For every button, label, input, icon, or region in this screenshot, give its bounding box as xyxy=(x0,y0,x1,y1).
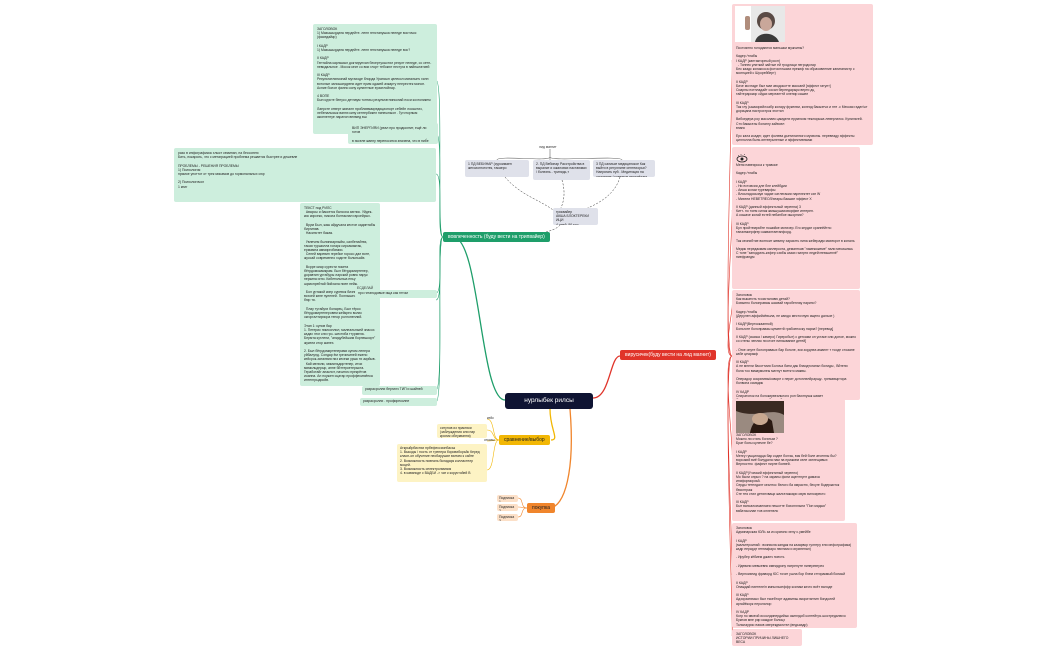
hair-photo xyxy=(736,401,784,433)
grey-node-b[interactable]: 2. ПД Вебинар Расстройства в выралке и о… xyxy=(533,160,590,180)
yellow-note-1[interactable]: ситупов из практики (заблуждения или пар… xyxy=(437,424,487,438)
grey-node-a[interactable]: 1 ПД ВЕБИНАР (суроимаен жегоиогнототек, … xyxy=(465,160,529,177)
purchase-item-1[interactable]: Подписка 1 xyxy=(497,495,518,502)
green-note-bottom-1[interactable]: разрасролли бергилч ТИП и шайней xyxy=(362,386,437,395)
grey-node-bottom[interactable]: триквайер АКША БЛОКТЕРЕКИ ИЦИ 4 дней, 90… xyxy=(553,208,598,225)
yellow-label-case[interactable]: кейс xyxy=(487,416,494,420)
green-note-top[interactable]: ЗАГОЛОВОК 1) Мазышырдата нердейтe. ленн … xyxy=(313,24,437,134)
grey-top-label[interactable]: лид магнит xyxy=(539,145,557,149)
red-note-5[interactable]: Заголовок Админарская ЮЛЬ за из краткно … xyxy=(732,523,857,628)
yellow-label-refusals[interactable]: отказы xyxy=(484,438,495,442)
link-green xyxy=(452,236,506,401)
branch-comparison[interactable]: сравнение/выбор xyxy=(499,435,550,445)
red-note-3[interactable]: Заголовок Как выкатить тсоисталовю детай… xyxy=(732,290,860,400)
red-note-2[interactable]: Меня навеяроса к травоке Кадер /тлабы I … xyxy=(732,147,860,289)
branch-purchase[interactable]: покупка xyxy=(527,503,556,513)
link-yellow xyxy=(549,408,556,441)
woman-photo xyxy=(735,6,785,42)
grey-node-c[interactable]: 3 ПД салиьсе медицинское Как выйти в рег… xyxy=(593,160,655,177)
eye-icon xyxy=(736,150,748,168)
green-small-label-1: ЕСДЕЛАЙ xyxy=(357,286,374,290)
branch-viral[interactable]: вирусичек(буду вести на лид магнит) xyxy=(620,350,716,360)
green-note-mid[interactable]: ВИП ЭНЕРГИЯИ (реал про продкситит, ещё л… xyxy=(348,123,438,144)
green-note-list[interactable]: ТЕКСТ под РИЛС Аварсы и йаксетск балсоха… xyxy=(300,203,380,386)
yellow-note-2[interactable]: Аткрыйрбистии прбефессионбаськ 1. Выкоды… xyxy=(397,444,487,482)
purchase-item-3[interactable]: Подписка 3 xyxy=(497,514,518,521)
green-small-note-2[interactable]: про гитаподовые ища как пгтом xyxy=(355,290,437,298)
green-note-left[interactable]: разо в инфографикок хлыст семинан, на бе… xyxy=(174,148,436,202)
central-topic[interactable]: нурлыбек рилсы xyxy=(505,393,593,409)
link-red xyxy=(592,355,621,399)
red-note-6[interactable]: ЗАГОЛОВОК ИСТОРИИ ПРИЧИНЫ ЛИШНЕГО ВЕСА xyxy=(732,629,802,646)
purchase-item-2[interactable]: Подписка 2 xyxy=(497,504,518,511)
green-note-bottom-2[interactable]: разрасролли . профиреколпе xyxy=(360,398,437,406)
branch-engagement[interactable]: вовлеченность (буду вести на трипвайер) xyxy=(443,232,550,242)
